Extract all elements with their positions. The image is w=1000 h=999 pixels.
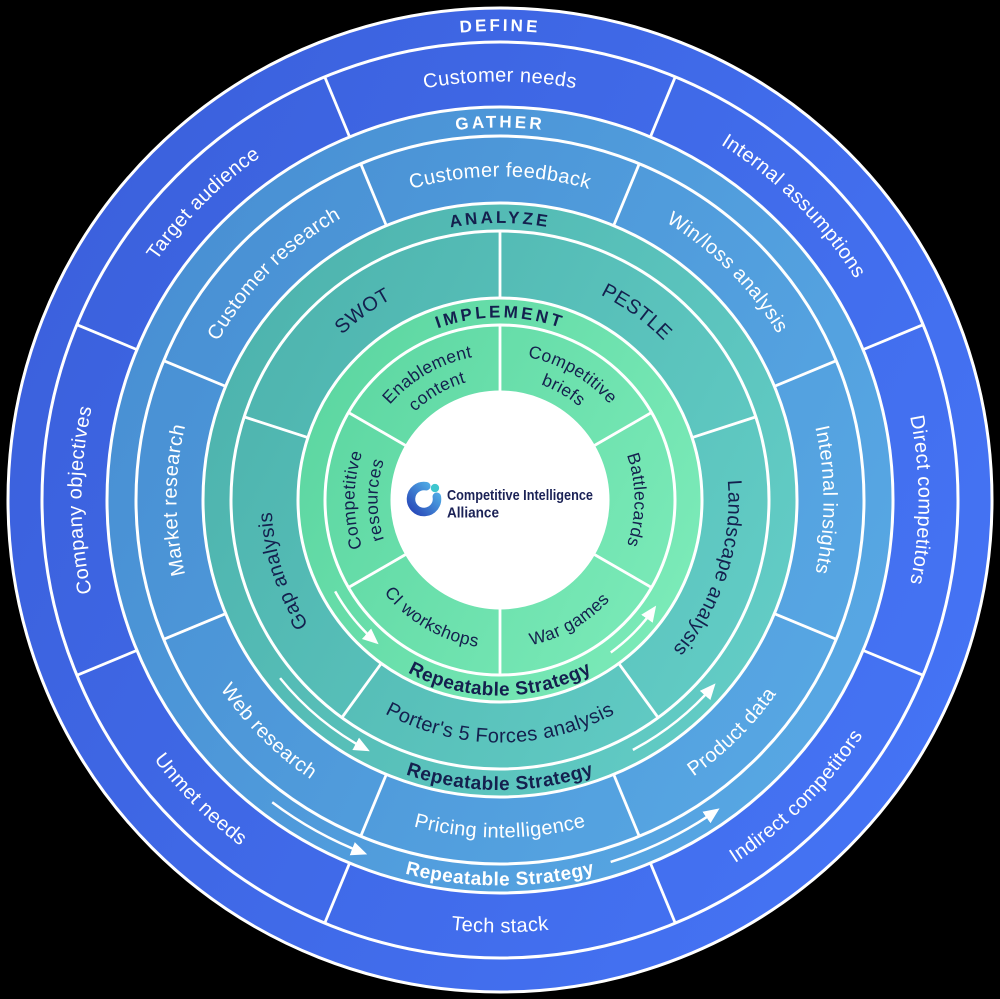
segment-divider <box>359 773 388 837</box>
segment-divider <box>163 359 227 388</box>
ring-outline <box>134 134 866 866</box>
flow-arrow <box>279 677 370 752</box>
segment-divider <box>592 552 653 589</box>
ring-title-gather: GATHER <box>454 112 545 134</box>
segment-divider <box>323 862 351 924</box>
flow-arrow <box>632 683 716 751</box>
flow-arrow <box>334 590 379 645</box>
segment-divider <box>347 411 408 448</box>
flow-arrow <box>610 808 720 864</box>
ring-title-analyze: ANALYZE <box>448 208 552 231</box>
cia-logo-text-line2: Alliance <box>447 505 499 522</box>
segment-divider <box>617 662 660 719</box>
segment-divider <box>649 862 677 924</box>
cia-logo-dot-icon <box>430 483 440 493</box>
segment-divider <box>163 612 227 641</box>
segment-divider <box>340 662 383 719</box>
ring-outline <box>105 105 895 895</box>
segment-divider <box>773 612 837 641</box>
segment-divider <box>691 415 757 439</box>
flow-arrow <box>271 801 368 856</box>
ring-outline <box>40 40 960 960</box>
segment-divider <box>592 411 653 448</box>
segment-divider <box>243 415 309 439</box>
segment-divider <box>347 552 408 589</box>
cia-logo-text-line1: Competitive Intelligence <box>447 487 593 504</box>
segment-divider <box>323 76 351 138</box>
segment-divider <box>612 773 641 837</box>
ring-outline <box>6 6 994 994</box>
flow-arrow <box>610 605 657 654</box>
segment-divider <box>862 323 924 351</box>
ring-title-define: DEFINE <box>459 16 541 37</box>
ring-outline <box>201 201 799 799</box>
segment-divider <box>773 359 837 388</box>
segment-divider <box>359 163 388 227</box>
cia-logo-mark-icon <box>406 481 442 517</box>
center-disc <box>392 392 608 608</box>
segment-divider <box>76 323 138 351</box>
segment-divider <box>76 649 138 677</box>
segment-label-tech-stack: Tech stack <box>450 913 550 938</box>
segment-divider <box>862 649 924 677</box>
segment-divider <box>612 163 641 227</box>
segment-divider <box>649 76 677 138</box>
